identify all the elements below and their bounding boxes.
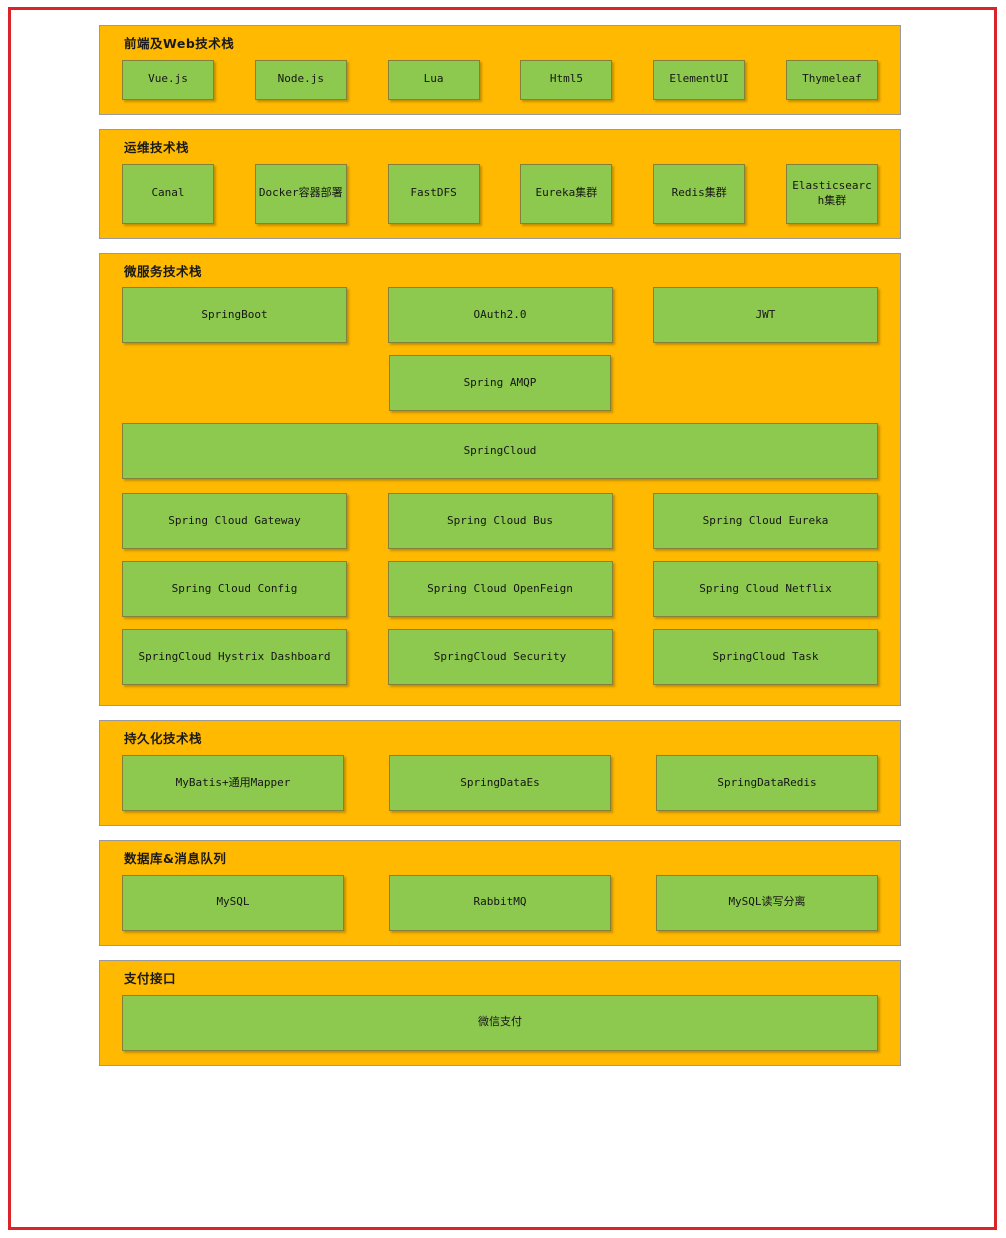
section-title: 持久化技术栈 <box>124 731 203 747</box>
section-row: Spring AMQP <box>122 355 878 412</box>
tech-box-docker-deploy[interactable]: Docker容器部署 <box>254 163 347 224</box>
tech-box-spring-amqp[interactable]: Spring AMQP <box>389 355 611 412</box>
tech-box-mysql-read-write-split[interactable]: MySQL读写分离 <box>656 874 878 931</box>
tech-box-thymeleaf[interactable]: Thymeleaf <box>785 59 878 100</box>
tech-box-wechat-pay[interactable]: 微信支付 <box>122 994 878 1051</box>
section-payment: 支付接口 微信支付 <box>99 959 901 1066</box>
section-row: MyBatis+通用Mapper SpringDataEs SpringData… <box>122 755 878 811</box>
tech-box-eureka-cluster[interactable]: Eureka集群 <box>520 163 613 224</box>
tech-box-springcloud-security[interactable]: SpringCloud Security <box>387 629 613 686</box>
tech-box-springdataes[interactable]: SpringDataEs <box>389 755 611 811</box>
section-row: Spring Cloud Gateway Spring Cloud Bus Sp… <box>122 493 878 550</box>
tech-box-spring-cloud-gateway[interactable]: Spring Cloud Gateway <box>122 493 347 550</box>
section-devops: 运维技术栈 Canal Docker容器部署 FastDFS Eureka集群 … <box>99 128 901 239</box>
tech-box-rabbitmq[interactable]: RabbitMQ <box>389 874 611 931</box>
tech-box-redis-cluster[interactable]: Redis集群 <box>653 163 746 224</box>
tech-box-springcloud-hystrix-dashboard[interactable]: SpringCloud Hystrix Dashboard <box>122 629 347 686</box>
section-frontend-web: 前端及Web技术栈 Vue.js Node.js Lua Html5 Eleme… <box>99 25 901 115</box>
tech-box-spring-cloud-eureka[interactable]: Spring Cloud Eureka <box>653 493 878 550</box>
section-persistence: 持久化技术栈 MyBatis+通用Mapper SpringDataEs Spr… <box>99 720 901 826</box>
tech-box-jwt[interactable]: JWT <box>653 287 878 344</box>
section-title: 支付接口 <box>124 970 177 986</box>
outer-red-frame <box>8 7 997 1230</box>
tech-box-springcloud-task[interactable]: SpringCloud Task <box>653 629 878 686</box>
tech-box-canal[interactable]: Canal <box>122 163 214 224</box>
tech-box-vuejs[interactable]: Vue.js <box>122 59 214 100</box>
tech-box-oauth2[interactable]: OAuth2.0 <box>387 287 613 344</box>
section-row: 微信支付 <box>122 994 878 1051</box>
tech-box-elasticsearch-cluster[interactable]: Elasticsearch集群 <box>785 163 878 224</box>
section-microservice: 微服务技术栈 SpringBoot OAuth2.0 JWT Spring AM… <box>99 252 901 707</box>
tech-box-springboot[interactable]: SpringBoot <box>122 287 347 344</box>
tech-box-html5[interactable]: Html5 <box>520 59 613 100</box>
section-row: Vue.js Node.js Lua Html5 ElementUI Thyme… <box>122 59 878 100</box>
section-title: 运维技术栈 <box>124 139 190 155</box>
tech-box-springcloud[interactable]: SpringCloud <box>122 423 878 480</box>
tech-box-spring-cloud-bus[interactable]: Spring Cloud Bus <box>387 493 613 550</box>
tech-box-mybatis-general-mapper[interactable]: MyBatis+通用Mapper <box>122 755 344 811</box>
section-title: 微服务技术栈 <box>124 263 203 279</box>
section-title: 数据库&消息队列 <box>124 851 227 866</box>
section-row: MySQL RabbitMQ MySQL读写分离 <box>122 874 878 931</box>
section-row: SpringCloud <box>122 423 878 480</box>
section-row: Spring Cloud Config Spring Cloud OpenFei… <box>122 561 878 618</box>
tech-box-springdataredis[interactable]: SpringDataRedis <box>656 755 878 811</box>
tech-box-elementui[interactable]: ElementUI <box>653 59 746 100</box>
tech-box-mysql[interactable]: MySQL <box>122 874 344 931</box>
section-row: SpringCloud Hystrix Dashboard SpringClou… <box>122 629 878 686</box>
tech-box-nodejs[interactable]: Node.js <box>254 59 347 100</box>
section-row: Canal Docker容器部署 FastDFS Eureka集群 Redis集… <box>122 163 878 224</box>
tech-box-fastdfs[interactable]: FastDFS <box>387 163 480 224</box>
tech-box-spring-cloud-netflix[interactable]: Spring Cloud Netflix <box>653 561 878 618</box>
tech-stack-diagram: 前端及Web技术栈 Vue.js Node.js Lua Html5 Eleme… <box>99 25 901 1080</box>
tech-box-lua[interactable]: Lua <box>387 59 480 100</box>
tech-box-spring-cloud-openfeign[interactable]: Spring Cloud OpenFeign <box>387 561 613 618</box>
section-database-mq: 数据库&消息队列 MySQL RabbitMQ MySQL读写分离 <box>99 840 901 946</box>
section-row: SpringBoot OAuth2.0 JWT <box>122 287 878 344</box>
tech-box-spring-cloud-config[interactable]: Spring Cloud Config <box>122 561 347 618</box>
section-title: 前端及Web技术栈 <box>124 36 235 51</box>
